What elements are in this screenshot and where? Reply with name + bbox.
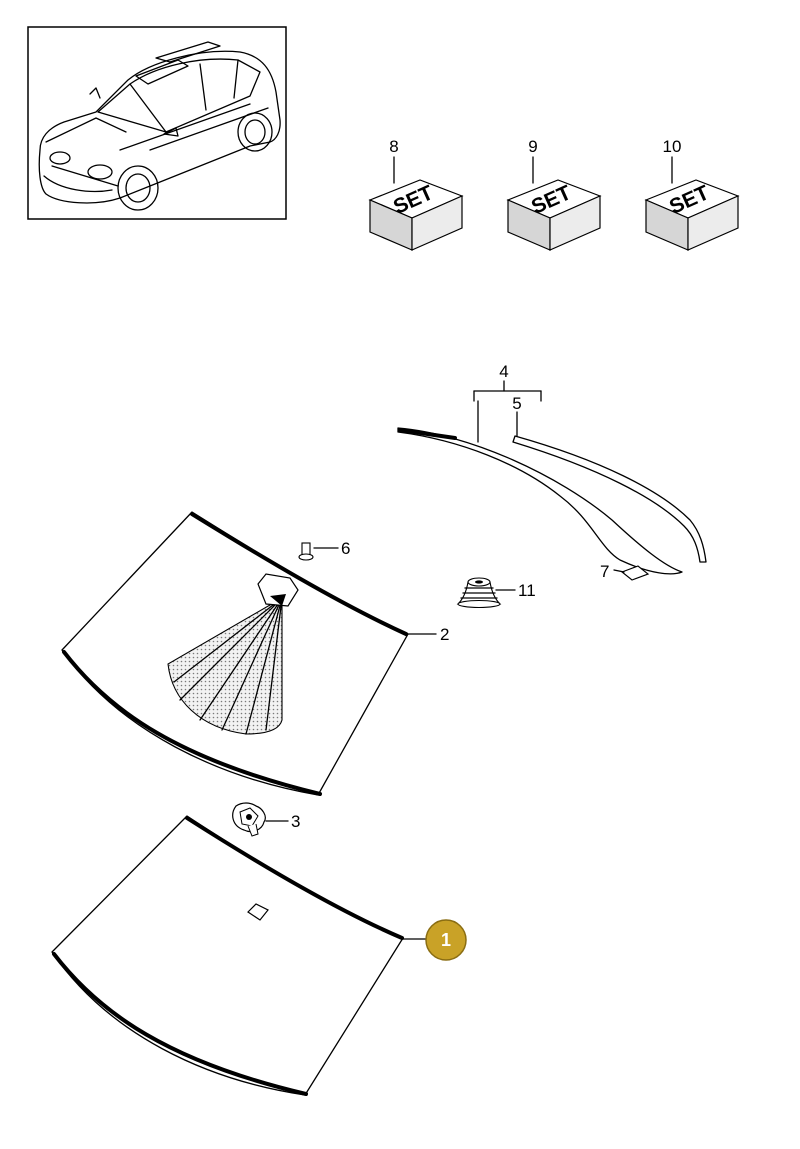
suv-car-icon — [38, 41, 281, 211]
callout-9: 9 — [528, 137, 537, 156]
callout-1: 1 — [441, 930, 451, 950]
rear-window-clip-7[interactable]: 7 — [600, 562, 650, 581]
callout-6: 6 — [341, 539, 350, 558]
highlight-circle — [425, 919, 467, 961]
mirror-mount — [247, 903, 269, 921]
vehicle-thumbnail — [27, 26, 287, 220]
windshield-2[interactable]: 2 — [61, 511, 449, 796]
windshield-1[interactable]: 1 — [51, 815, 467, 1096]
callout-7: 7 — [600, 562, 609, 581]
set-box-icon: SET — [644, 179, 740, 251]
windshield-1-glass[interactable] — [51, 815, 404, 1096]
set-box-icon: SET — [506, 179, 602, 251]
set-kit-9[interactable]: 9 SET — [506, 137, 602, 251]
rear-window-glass[interactable] — [397, 427, 683, 575]
set-box-icon: SET — [368, 179, 464, 251]
seal-icon — [456, 577, 502, 609]
callout-10: 10 — [663, 137, 682, 156]
callout-3: 3 — [291, 812, 300, 831]
clip-3[interactable]: 3 — [232, 802, 301, 837]
clip-icon — [232, 802, 266, 837]
callout-11: 11 — [518, 581, 536, 600]
callout-1-badge[interactable]: 1 — [425, 919, 467, 961]
rear-window-assembly[interactable]: 4 5 7 — [397, 362, 707, 581]
set-kit-8[interactable]: 8 SET — [368, 137, 464, 251]
grommet-11[interactable]: 11 — [456, 577, 536, 609]
bolt-icon — [298, 542, 314, 561]
callout-4: 4 — [499, 362, 508, 381]
callout-2: 2 — [440, 625, 449, 644]
sensor-field — [167, 597, 283, 735]
sensor-icon — [257, 573, 299, 607]
set-kit-10[interactable]: 10 SET — [644, 137, 740, 251]
rear-window-seal-strip[interactable] — [512, 435, 707, 563]
callout-5: 5 — [512, 394, 521, 413]
bolt-6[interactable]: 6 — [298, 539, 350, 561]
callout-8: 8 — [389, 137, 398, 156]
